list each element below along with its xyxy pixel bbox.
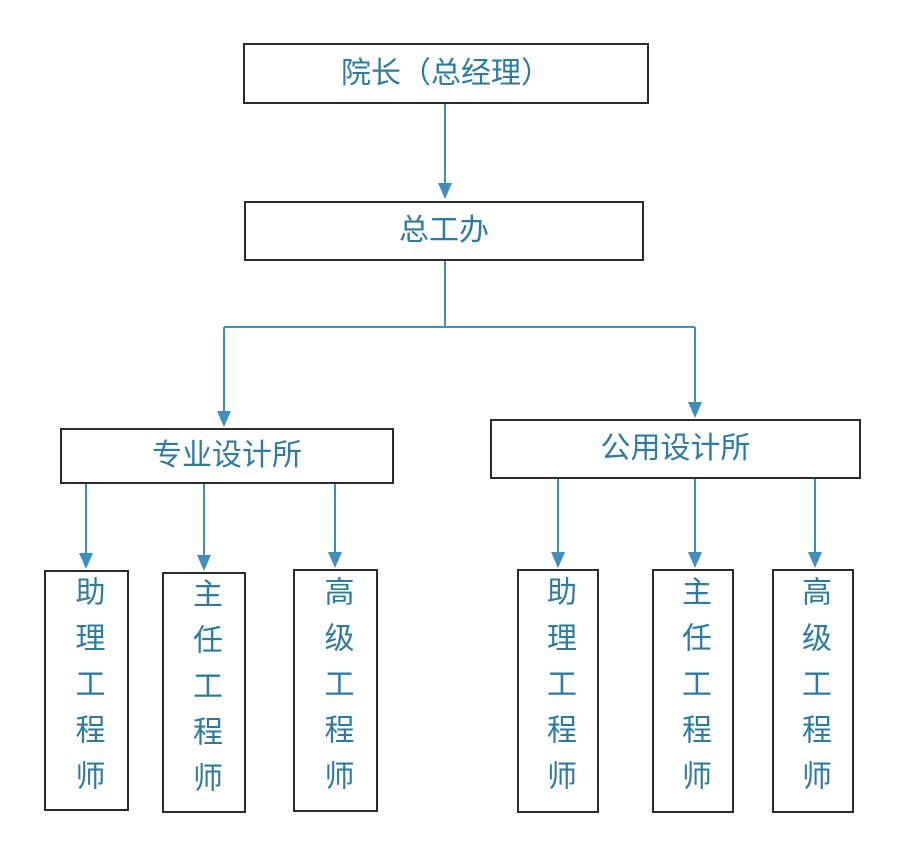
node-professional-design-institute: 专业设计所 bbox=[60, 428, 394, 484]
node-director-general-manager: 院长（总经理） bbox=[243, 43, 649, 104]
node-public-design-institute: 公用设计所 bbox=[490, 419, 861, 479]
node-chief-engineer-office: 总工办 bbox=[244, 201, 644, 261]
node-right-chief-engineer: 主任工程师 bbox=[652, 569, 734, 813]
node-left-assistant-engineer: 助理工程师 bbox=[44, 570, 129, 811]
node-right-assistant-engineer: 助理工程师 bbox=[517, 569, 599, 813]
node-left-chief-engineer: 主任工程师 bbox=[162, 572, 246, 813]
node-left-senior-engineer: 高级工程师 bbox=[293, 569, 378, 812]
node-right-senior-engineer: 高级工程师 bbox=[772, 569, 854, 813]
